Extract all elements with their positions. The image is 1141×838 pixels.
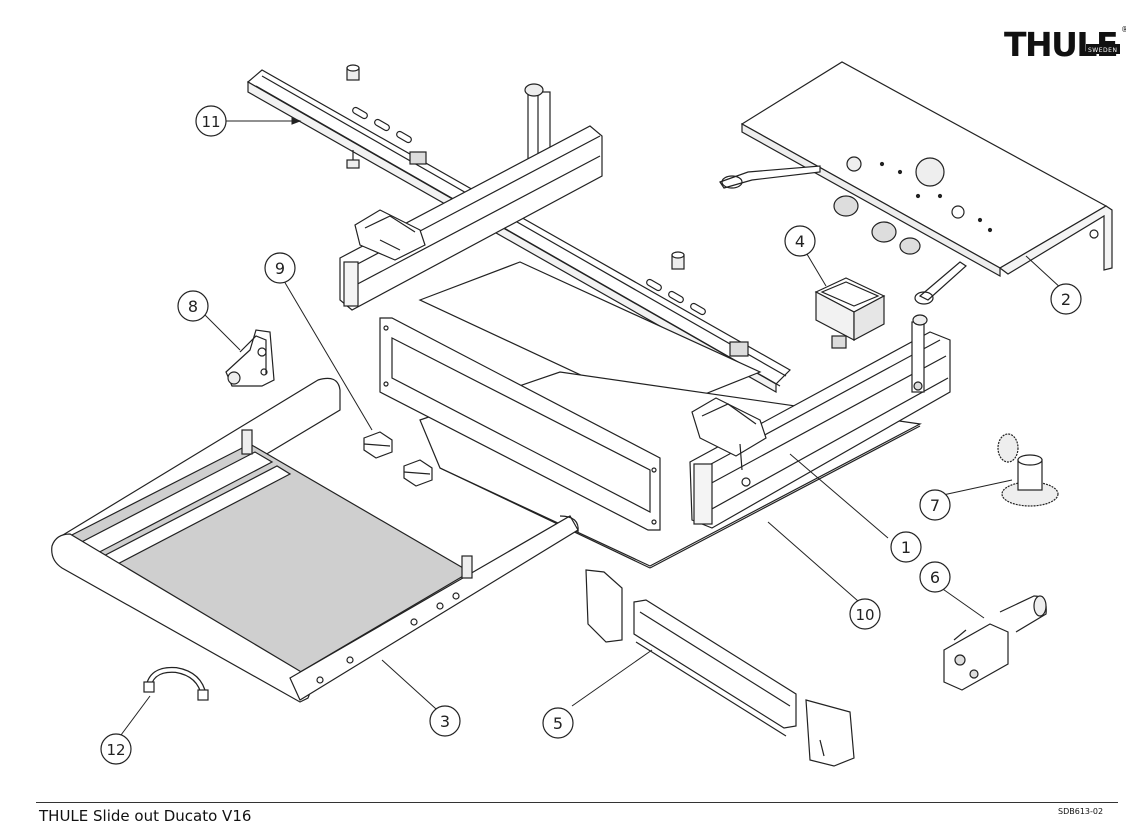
- svg-text:10: 10: [855, 606, 874, 624]
- callout-9: 9: [264, 252, 296, 284]
- callout-12: 12: [100, 733, 132, 765]
- callout-2: 2: [1050, 283, 1082, 315]
- part-step-tread: [51, 377, 579, 703]
- part-gear: [997, 433, 1059, 507]
- callout-6: 6: [919, 561, 951, 593]
- leader-lines: [120, 117, 1064, 736]
- document-title: THULE Slide out Ducato V16: [39, 807, 252, 825]
- part-junction-box: [814, 277, 886, 349]
- footer-rule: [36, 802, 1118, 803]
- callout-1: 1: [890, 531, 922, 563]
- callout-5: 5: [542, 707, 574, 739]
- logo-sub: SWEDEN: [1088, 47, 1117, 54]
- logo-wordmark: THULE: [1004, 25, 1117, 62]
- callout-11: 11: [195, 105, 227, 137]
- svg-text:4: 4: [795, 232, 805, 251]
- svg-text:3: 3: [440, 712, 450, 731]
- part-side-rail: [689, 314, 951, 529]
- part-small-bracket: [225, 329, 275, 387]
- callout-3: 3: [429, 705, 461, 737]
- callout-10: 10: [849, 598, 881, 630]
- svg-text:2: 2: [1061, 290, 1071, 309]
- part-cable: [143, 666, 209, 701]
- part-rail-long: [246, 64, 791, 394]
- part-lower-rail: [585, 569, 855, 767]
- callouts: 1 2 3 4 5 6 7 8 9 10 11 12: [100, 105, 1082, 765]
- svg-text:7: 7: [930, 496, 940, 515]
- svg-text:8: 8: [188, 297, 198, 316]
- callout-7: 7: [919, 489, 951, 521]
- document-code: SDB613-02: [1058, 807, 1104, 816]
- part-clips: [363, 431, 433, 487]
- svg-text:9: 9: [275, 259, 285, 278]
- callout-4: 4: [784, 225, 816, 257]
- brand-logo: THULE ® SWEDEN: [1004, 24, 1129, 64]
- part-vertical-bracket: [524, 83, 551, 163]
- logo-registered-mark: ®: [1121, 25, 1126, 34]
- part-mounting-plate: [719, 61, 1113, 305]
- svg-text:11: 11: [201, 113, 220, 131]
- svg-text:6: 6: [930, 568, 940, 587]
- part-back-rail: [339, 125, 603, 311]
- part-motor: [943, 595, 1047, 691]
- svg-text:12: 12: [106, 741, 125, 759]
- part-front-panel: [379, 317, 661, 531]
- callout-8: 8: [177, 290, 209, 322]
- svg-text:5: 5: [553, 714, 563, 733]
- svg-text:1: 1: [901, 538, 911, 557]
